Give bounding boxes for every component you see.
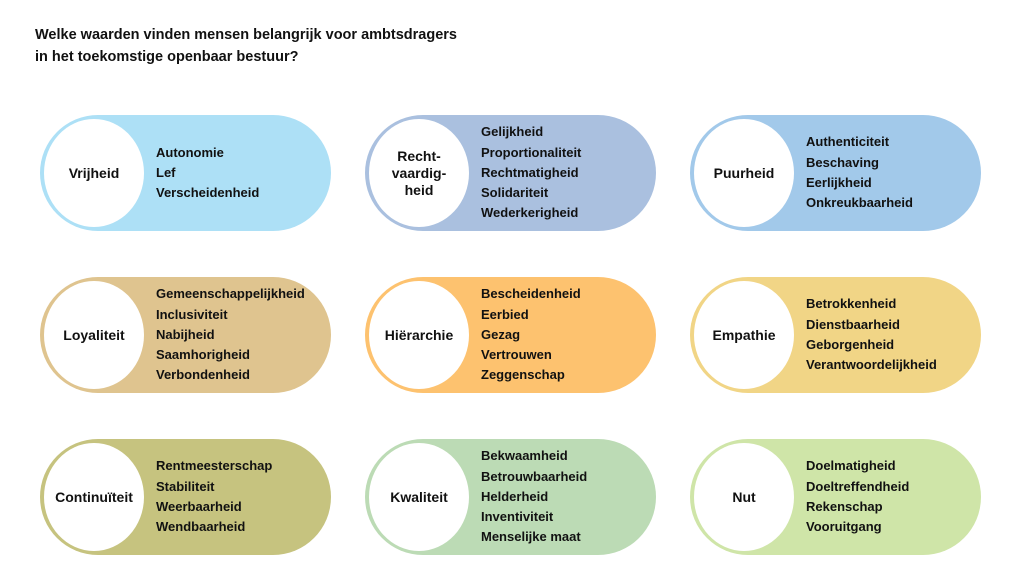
value-item: Stabiliteit [156, 478, 215, 494]
value-item: Dienstbaarheid [806, 316, 900, 332]
value-item: Wendbaarheid [156, 519, 246, 535]
value-item: Inventiviteit [481, 509, 554, 525]
value-item: Gelijkheid [481, 124, 544, 140]
title-line-1: Welke waarden vinden mensen belangrijk v… [35, 27, 457, 43]
value-item: Bescheidenheid [481, 286, 581, 302]
value-item: Rechtmatigheid [481, 164, 579, 180]
value-item: Doelmatigheid [806, 458, 896, 474]
diagram-title: Welke waarden vinden mensen belangrijk v… [35, 24, 457, 68]
value-item: Wederkerigheid [481, 205, 579, 221]
value-item: Betrokkenheid [806, 296, 897, 312]
value-item: Geborgenheid [806, 337, 895, 352]
value-item: Vertrouwen [481, 347, 552, 363]
category-label: Vrijheid [68, 164, 120, 181]
value-item: Proportionaliteit [481, 144, 582, 160]
category-label-circle: Recht-vaardig-heid [369, 119, 469, 227]
value-item: Vooruitgang [806, 519, 882, 535]
category-label-circle: Nut [694, 443, 794, 551]
value-item: Eerlijkheid [806, 175, 872, 190]
category-label-circle: Vrijheid [44, 119, 144, 227]
value-item: Saamhorigheid [156, 347, 250, 363]
value-item: Rentmeesterschap [156, 458, 273, 474]
value-item: Gezag [481, 326, 521, 342]
category-label: Empathie [712, 326, 776, 343]
category-label: Hiërarchie [384, 326, 454, 343]
value-item: Verbondenheid [156, 367, 250, 383]
value-item: Beschaving [806, 154, 879, 170]
category-label: heid [404, 181, 434, 198]
category-label: Puurheid [713, 164, 775, 181]
value-item: Authenticiteit [806, 134, 890, 150]
category-label-circle: Loyaliteit [44, 281, 144, 389]
category-label-circle: Puurheid [694, 119, 794, 227]
category-label: Kwaliteit [390, 488, 448, 505]
value-item: Doeltreffendheid [806, 478, 910, 494]
value-item: Zeggenschap [481, 367, 565, 383]
value-item: Gemeenschappelijkheid [156, 286, 305, 302]
value-item: Verantwoordelijkheid [806, 357, 937, 373]
category-label: Continuïteit [55, 488, 133, 505]
value-item: Lef [156, 164, 176, 180]
value-item: Bekwaamheid [481, 448, 568, 464]
category-label: vaardig- [391, 164, 447, 181]
value-item: Verscheidenheid [156, 185, 260, 201]
title-line-2: in het toekomstige openbaar bestuur? [35, 49, 299, 65]
category-label-circle: Hiërarchie [369, 281, 469, 389]
value-item: Nabijheid [156, 326, 215, 342]
value-item: Autonomie [156, 144, 224, 160]
value-item: Betrouwbaarheid [481, 468, 588, 484]
category-label-circle: Kwaliteit [369, 443, 469, 551]
value-item: Rekenschap [806, 499, 883, 514]
value-item: Weerbaarheid [156, 499, 242, 514]
category-label-circle: Continuïteit [44, 443, 144, 551]
value-item: Helderheid [481, 488, 549, 504]
category-label-circle: Empathie [694, 281, 794, 389]
value-item: Menselijke maat [481, 529, 581, 545]
value-item: Inclusiviteit [156, 306, 228, 322]
value-item: Onkreukbaarheid [806, 195, 913, 211]
category-label: Recht- [397, 147, 441, 164]
category-label: Loyaliteit [63, 326, 125, 343]
value-item: Eerbied [481, 306, 529, 322]
category-label: Nut [732, 488, 756, 505]
value-item: Solidariteit [481, 185, 549, 201]
